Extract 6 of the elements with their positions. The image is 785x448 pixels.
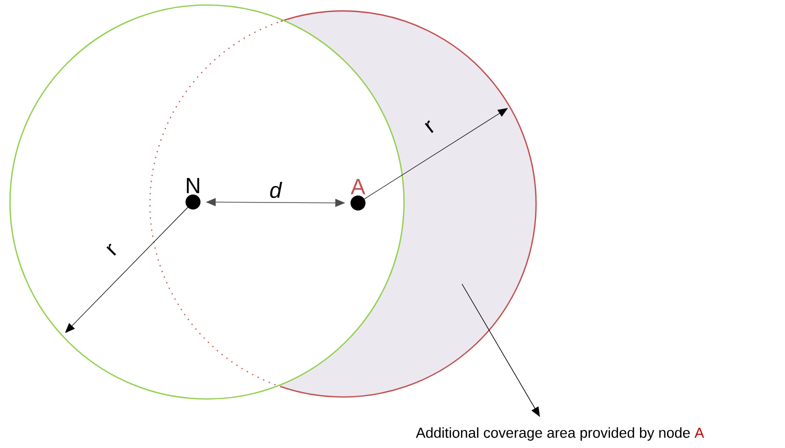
caption: Additional coverage area provided by node A (416, 427, 704, 441)
node-label: N (186, 178, 200, 194)
radius-label: r (106, 244, 116, 256)
node-label: A (350, 179, 366, 194)
radius-label: r (424, 120, 434, 133)
edge-label: d (270, 182, 282, 198)
